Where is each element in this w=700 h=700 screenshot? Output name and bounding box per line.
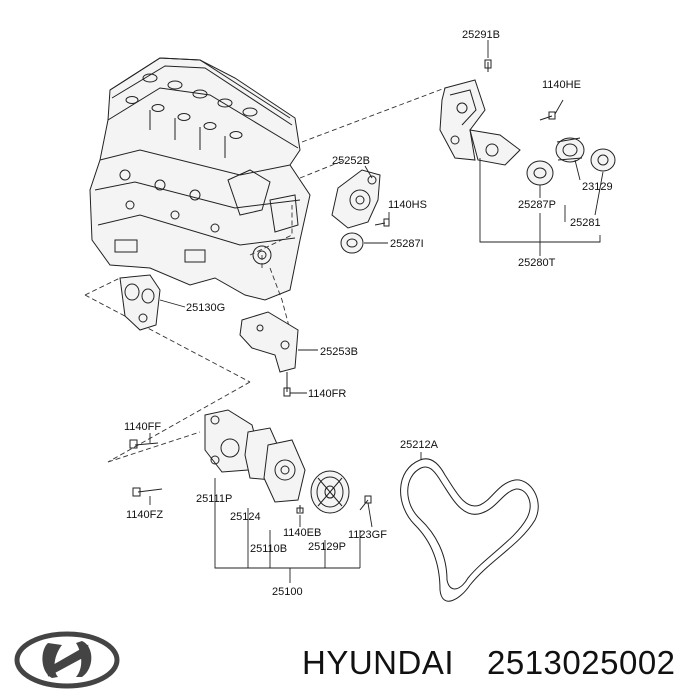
label-25291B: 25291B xyxy=(462,29,500,41)
label-1140EB: 1140EB xyxy=(283,527,321,539)
idler-pulley-25281 xyxy=(590,148,616,172)
idler-pulley-23129 xyxy=(555,137,585,163)
label-25129P: 25129P xyxy=(308,541,346,553)
auto-tensioner-25252B xyxy=(331,165,390,254)
water-pump-pulley-25129P xyxy=(310,470,350,514)
gasket-25130G xyxy=(119,274,186,331)
hyundai-logo-icon xyxy=(14,631,120,689)
bracket-25253B xyxy=(239,311,318,397)
label-25287P: 25287P xyxy=(518,199,556,211)
label-23129: 23129 xyxy=(582,181,613,193)
part-labels: 25291B 1140HE 25252B 1140HS 23129 25287P… xyxy=(124,29,613,598)
drive-belt-25212A xyxy=(400,452,539,602)
label-25130G: 25130G xyxy=(186,302,225,314)
brand-name: HYUNDAI xyxy=(302,644,454,681)
part-number: 2513025002 xyxy=(487,644,676,681)
label-1140HE: 1140HE xyxy=(542,79,581,91)
label-1140HS: 1140HS xyxy=(388,199,427,211)
label-1123GF: 1123GF xyxy=(348,529,387,541)
label-25110B: 25110B xyxy=(250,543,287,555)
label-25280T: 25280T xyxy=(518,257,556,269)
label-25124: 25124 xyxy=(230,511,261,523)
idler-pulley-25287I xyxy=(340,232,364,254)
engine-block xyxy=(89,57,311,301)
guide-lines xyxy=(84,87,446,463)
idler-pulley-25287P xyxy=(526,160,554,186)
label-25212A: 25212A xyxy=(400,439,439,451)
water-pump-assembly xyxy=(129,409,373,583)
label-25100: 25100 xyxy=(272,586,303,598)
label-25287I: 25287I xyxy=(390,238,424,250)
label-1140FR: 1140FR xyxy=(308,388,346,400)
label-1140FZ: 1140FZ xyxy=(126,509,163,521)
label-1140FF: 1140FF xyxy=(124,421,161,433)
label-25252B: 25252B xyxy=(332,155,370,167)
label-25111P: 25111P xyxy=(196,493,232,505)
label-25281: 25281 xyxy=(570,217,601,229)
tensioner-bracket-assembly xyxy=(439,40,616,256)
label-25253B: 25253B xyxy=(320,346,358,358)
